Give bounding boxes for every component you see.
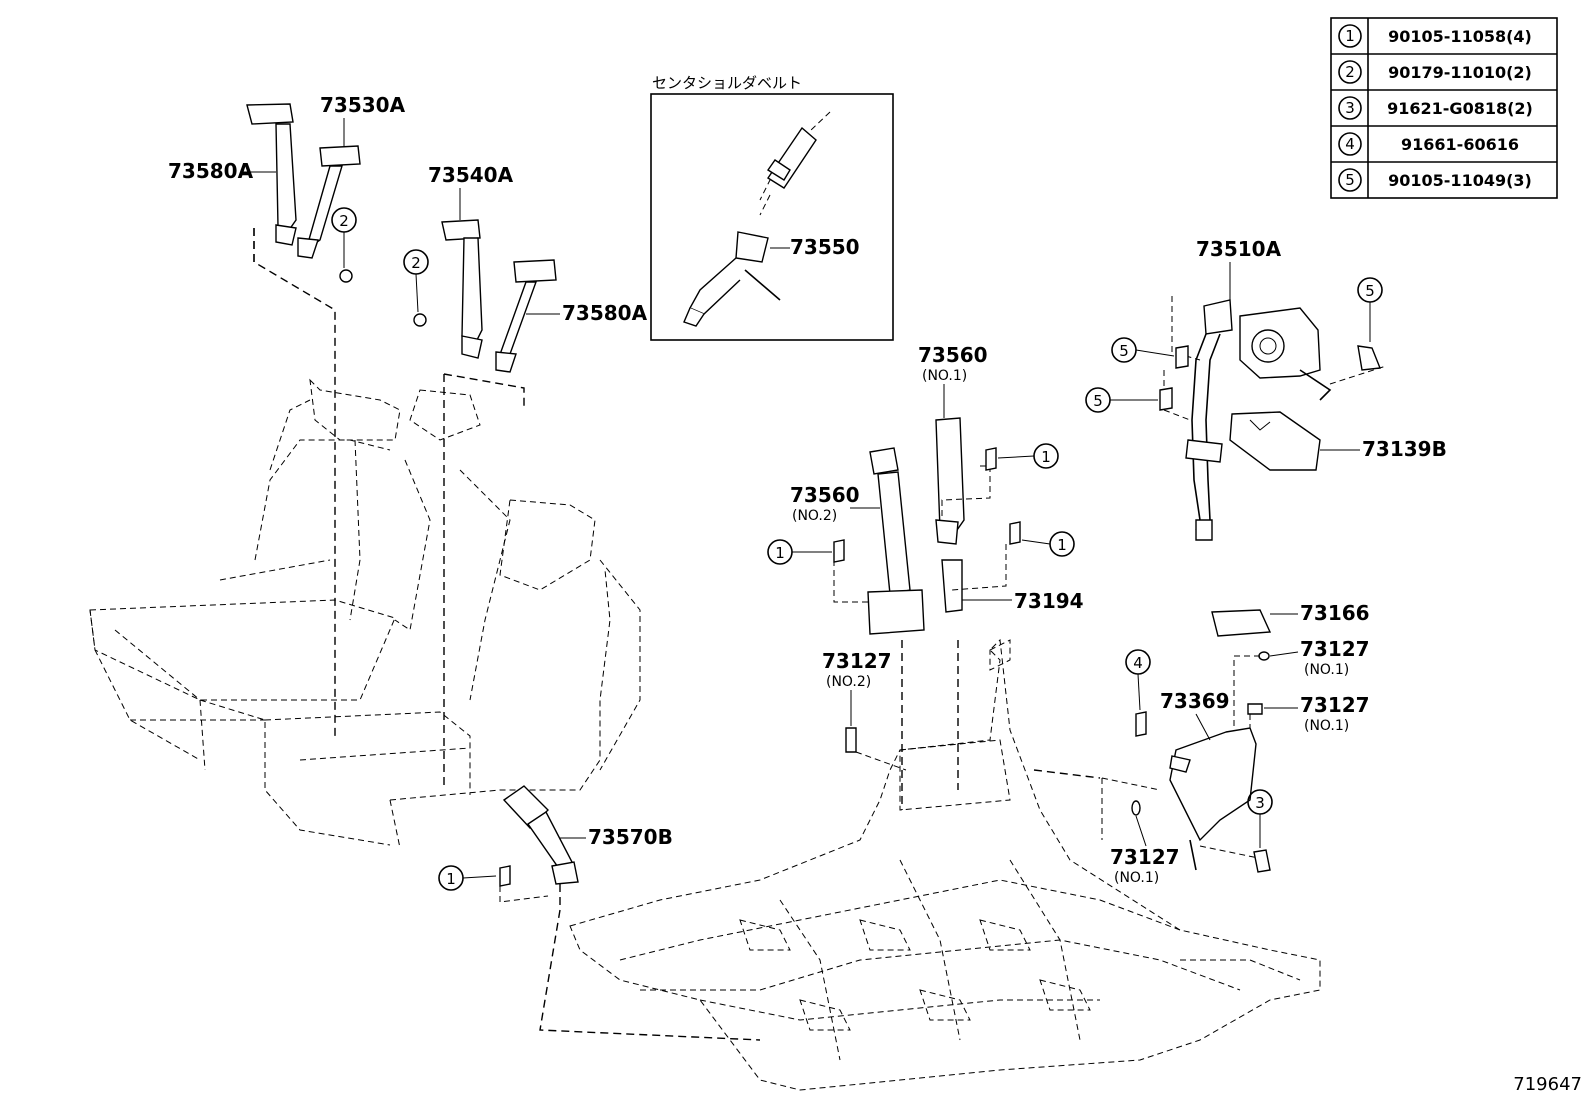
callout-1: 1: [775, 544, 785, 562]
fastener-number: 5: [1345, 171, 1355, 189]
bolt-icon: [1009, 521, 1021, 545]
bolt-icon: [833, 539, 845, 563]
buckle-73570B: [502, 785, 761, 1041]
part-sublabel-no1: (NO.1): [1304, 718, 1349, 734]
fastener-part-number: 91661-60616: [1401, 135, 1519, 154]
fastener-table: 1 90105-11058(4) 2 90179-11010(2) 3 9162…: [1330, 17, 1558, 199]
part-label-73540A: 73540A: [428, 163, 514, 187]
center-belt-73560: [833, 417, 1012, 810]
callout-3: 3: [1255, 794, 1265, 812]
callout-5: 5: [1365, 282, 1375, 300]
bolt-icon: [1253, 849, 1271, 873]
fastener-part-number: 91621-G0818(2): [1387, 99, 1533, 118]
floor-panel-outline: [569, 638, 1321, 1091]
fastener-part-number: 90105-11049(3): [1388, 171, 1532, 190]
fastener-number: 2: [1345, 63, 1355, 81]
clip-icon: [1258, 651, 1270, 661]
fastener-row: 2 90179-11010(2): [1338, 60, 1532, 84]
part-label-73127-c: 73127: [1110, 845, 1180, 869]
inset-title: センタショルダベルト: [652, 74, 802, 92]
part-label-73369: 73369: [1160, 689, 1230, 713]
cover-73139B: [1229, 411, 1321, 471]
fastener-number: 4: [1345, 135, 1355, 153]
fastener-row: 1 90105-11058(4): [1338, 24, 1532, 48]
left-belt-assembly: [246, 103, 361, 740]
trim-73369: [1033, 727, 1269, 871]
pad-icon: [1211, 609, 1272, 637]
bolt-icon: [339, 269, 353, 283]
part-label-73530A: 73530A: [320, 93, 406, 117]
part-sublabel-no2: (NO.2): [792, 508, 837, 524]
clip-icon: [1247, 703, 1263, 715]
retractor-73510A: [1163, 296, 1387, 541]
part-label-73127-a: 73127: [1300, 637, 1370, 661]
part-sublabel-no1: (NO.1): [1114, 870, 1159, 886]
part-sublabel-no1: (NO.1): [922, 368, 967, 384]
callout-5: 5: [1093, 392, 1103, 410]
part-sublabel-no2: (NO.2): [826, 674, 871, 690]
bolt-icon: [985, 447, 997, 471]
part-label-73194: 73194: [1014, 589, 1084, 613]
part-label-73166: 73166: [1300, 601, 1370, 625]
clip-icon: [1131, 800, 1141, 816]
fastener-number: 1: [1345, 27, 1355, 45]
part-label-73127-b: 73127: [1300, 693, 1370, 717]
part-label-73550: 73550: [790, 235, 860, 259]
part-label-73139B: 73139B: [1362, 437, 1447, 461]
bolt-icon: [413, 313, 427, 327]
fastener-row: 4 91661-60616: [1338, 132, 1519, 156]
part-label-73580A: 73580A: [562, 301, 648, 325]
bolt-icon: [1357, 345, 1381, 371]
callout-1: 1: [1057, 536, 1067, 554]
bolt-icon: [1175, 345, 1189, 369]
part-label-73127-no2: 73127: [822, 649, 892, 673]
fastener-number: 3: [1345, 99, 1355, 117]
callout-5: 5: [1119, 342, 1129, 360]
part-label-73570B: 73570B: [588, 825, 673, 849]
rear-seat-outline: [89, 378, 641, 849]
part-label-73560-no1: 73560: [918, 343, 988, 367]
clip-icon: [845, 727, 857, 753]
center-belt-inset: センタショルダベルト: [650, 74, 894, 341]
fastener-row: 3 91621-G0818(2): [1338, 96, 1533, 120]
tongue-plate-icon: [735, 231, 769, 263]
fastener-part-number: 90105-11058(4): [1388, 27, 1532, 46]
fastener-row: 5 90105-11049(3): [1338, 168, 1532, 192]
callout-2: 2: [411, 254, 421, 272]
fastener-part-number: 90179-11010(2): [1388, 63, 1532, 82]
part-sublabel-no1: (NO.1): [1304, 662, 1349, 678]
diagram-id: 719647: [1513, 1074, 1582, 1095]
part-label-73580A: 73580A: [168, 159, 254, 183]
part-label-73510A: 73510A: [1196, 237, 1282, 261]
bolt-icon: [499, 865, 511, 887]
bolt-icon: [1159, 387, 1173, 411]
middle-belt-assembly: [413, 219, 557, 790]
callout-1: 1: [446, 870, 456, 888]
nut-icon: [1135, 711, 1147, 737]
callout-1: 1: [1041, 448, 1051, 466]
part-label-73560-no2: 73560: [790, 483, 860, 507]
callout-4: 4: [1133, 654, 1143, 672]
callout-2: 2: [339, 212, 349, 230]
